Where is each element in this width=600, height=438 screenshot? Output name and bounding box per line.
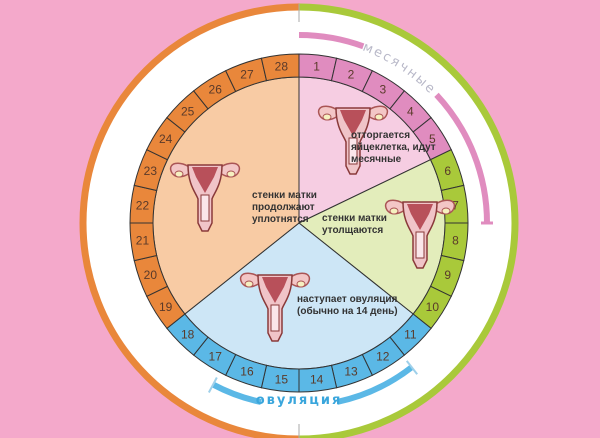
- menstruation-arc: [298, 32, 365, 50]
- ovulation-arc-end: [405, 360, 418, 375]
- menstruation-arc: [434, 92, 490, 224]
- phase-text-menstruation: месячные: [351, 154, 402, 165]
- day-ring: 1234567891011121314151617181920212223242…: [129, 53, 469, 393]
- uterus-icon-menstruation: [317, 105, 389, 175]
- day-label-21: 21: [136, 234, 150, 248]
- uterus-icon-follicular: [384, 199, 456, 269]
- day-label-22: 22: [136, 198, 150, 212]
- day-label-2: 2: [348, 67, 355, 81]
- phase-text-menstruation: отторгается: [351, 130, 410, 141]
- day-label-17: 17: [209, 349, 223, 363]
- uterus-icon-luteal: [169, 162, 241, 232]
- day-label-3: 3: [379, 83, 386, 97]
- phase-text-ovulation: (обычно на 14 день): [297, 305, 398, 317]
- phase-text-ovulation: наступает овуляция: [297, 294, 397, 305]
- uterus-icon-ovulation: [239, 272, 311, 342]
- phase-text-luteal: продолжают: [252, 202, 315, 213]
- phase-text-luteal: уплотнятся: [252, 214, 309, 225]
- phase-text-luteal: стенки матки: [252, 190, 317, 201]
- day-label-12: 12: [376, 349, 390, 363]
- uterus-icons: [169, 105, 456, 342]
- ovulation-arc-end: [207, 377, 218, 393]
- day-label-10: 10: [426, 300, 440, 314]
- ovulation-arc: [336, 364, 414, 405]
- day-label-6: 6: [444, 164, 451, 178]
- day-label-24: 24: [159, 132, 173, 146]
- outer-ring-left: [79, 3, 300, 438]
- day-label-23: 23: [144, 164, 158, 178]
- day-label-26: 26: [209, 83, 223, 97]
- day-label-4: 4: [407, 105, 414, 119]
- day-label-8: 8: [452, 234, 459, 248]
- day-label-7: 7: [452, 198, 459, 212]
- day-label-15: 15: [275, 373, 289, 387]
- day-label-25: 25: [181, 105, 195, 119]
- day-label-28: 28: [275, 59, 289, 73]
- phase-text-follicular: утолщаются: [322, 225, 383, 236]
- ovulation-label: овуляция: [256, 393, 343, 408]
- day-label-18: 18: [181, 327, 195, 341]
- day-label-14: 14: [310, 373, 324, 387]
- day-label-1: 1: [313, 59, 320, 73]
- day-label-20: 20: [144, 268, 158, 282]
- day-label-5: 5: [429, 132, 436, 146]
- day-label-9: 9: [444, 268, 451, 282]
- day-label-11: 11: [404, 327, 417, 341]
- day-label-13: 13: [344, 365, 358, 379]
- phase-text-follicular: стенки матки: [322, 213, 387, 224]
- day-label-19: 19: [159, 300, 173, 314]
- phase-text-menstruation: яйцеклетка, идут: [351, 142, 436, 153]
- day-label-16: 16: [240, 365, 254, 379]
- day-label-27: 27: [240, 67, 254, 81]
- ovulation-arc: [211, 381, 262, 405]
- day-segment-28: [260, 53, 300, 82]
- outer-ring-right: [298, 3, 519, 438]
